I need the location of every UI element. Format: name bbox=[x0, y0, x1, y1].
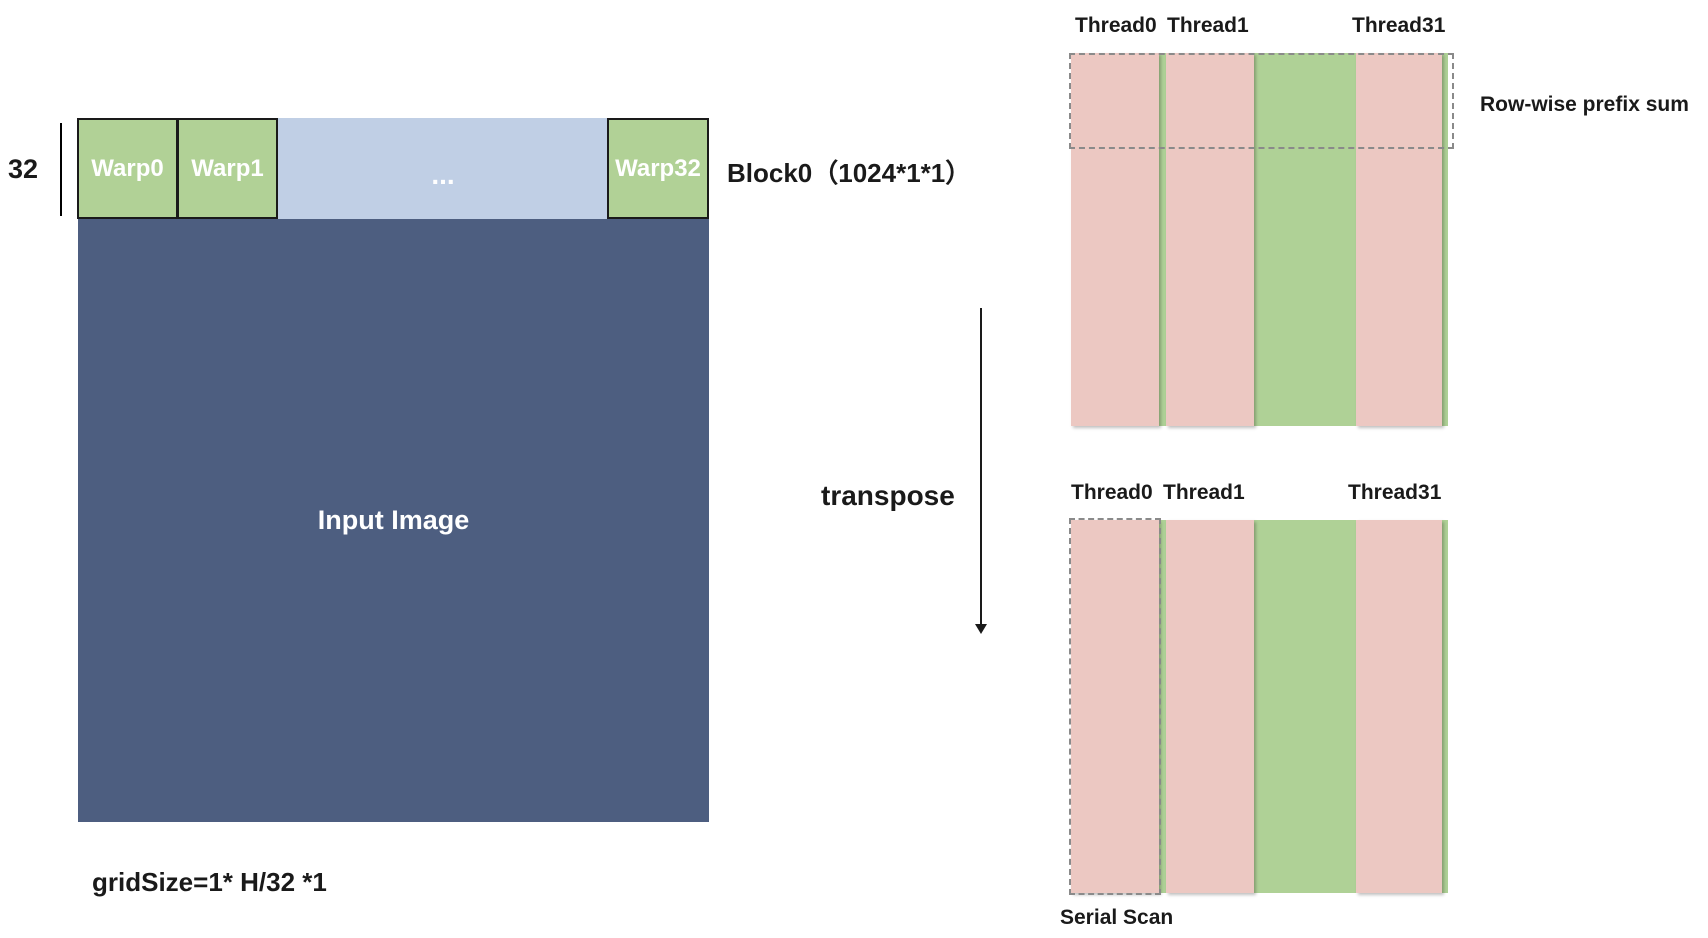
bottom-thread0-label: Thread0 bbox=[1071, 481, 1153, 504]
transpose-label: transpose bbox=[821, 480, 955, 511]
warp-32: Warp32 bbox=[607, 118, 709, 219]
warp-ellipsis: ... bbox=[431, 158, 455, 190]
bottom-thread0-column bbox=[1071, 520, 1159, 893]
input-image-label: Input Image bbox=[317, 505, 470, 535]
top-thread31-label: Thread31 bbox=[1352, 14, 1446, 37]
top-thread1-label: Thread1 bbox=[1167, 14, 1249, 37]
transpose-arrow-head bbox=[975, 624, 987, 634]
bottom-thread1-label: Thread1 bbox=[1163, 481, 1245, 504]
bottom-thread1-column bbox=[1166, 520, 1254, 893]
transpose-arrow-line bbox=[980, 308, 982, 630]
serial-scan-box bbox=[1069, 518, 1161, 895]
bottom-thread-panel bbox=[1071, 520, 1448, 893]
block-row: Warp0 Warp1 ... Warp32 bbox=[77, 118, 709, 219]
bottom-thread31-column bbox=[1356, 520, 1442, 893]
top-thread-panel bbox=[1071, 53, 1448, 426]
dimension-label: 32 bbox=[8, 154, 39, 184]
serial-scan-label: Serial Scan bbox=[1060, 906, 1174, 929]
bottom-thread31-label: Thread31 bbox=[1348, 481, 1442, 504]
top-thread0-label: Thread0 bbox=[1075, 14, 1157, 37]
row-prefix-sum-box bbox=[1069, 53, 1454, 149]
top-thread0-column bbox=[1071, 53, 1159, 426]
dimension-line bbox=[60, 123, 62, 216]
grid-size-label: gridSize=1* H/32 *1 bbox=[92, 867, 327, 897]
input-image: Input Image bbox=[78, 219, 709, 822]
top-thread31-column bbox=[1356, 53, 1442, 426]
row-prefix-sum-label: Row-wise prefix sum bbox=[1480, 93, 1689, 116]
block-label: Block0（1024*1*1） bbox=[727, 158, 972, 188]
warp-0: Warp0 bbox=[77, 118, 178, 219]
warp-1: Warp1 bbox=[177, 118, 278, 219]
top-thread1-column bbox=[1166, 53, 1254, 426]
